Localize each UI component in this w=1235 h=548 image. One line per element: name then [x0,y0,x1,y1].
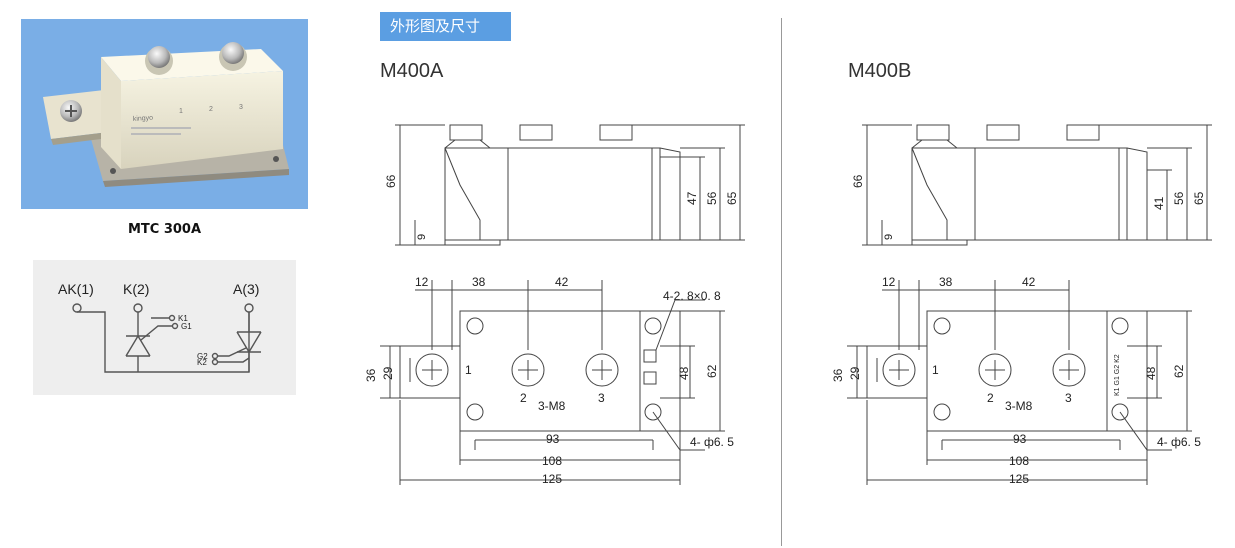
photo-terminal-1: 1 [179,108,183,115]
pin-labels-b: K1 G1 G2 K2 [1114,354,1121,396]
model-title-a: M400A [380,60,444,82]
section-title: 外形图及尺寸 [380,12,511,41]
dim-b-29: 29 [848,366,862,380]
terminal-a-3: 3 [598,391,605,405]
label-a3: A(3) [233,281,259,297]
dim-a-38: 38 [472,275,486,289]
dim-b-9: 9 [883,234,895,240]
pin-g2: G2 [197,352,208,361]
dim-a-36: 36 [364,368,378,382]
pin-k2: K2 [197,358,207,367]
dim-b-42: 42 [1022,275,1036,289]
dim-b-12: 12 [882,275,896,289]
brand-text: kingyo [133,115,154,123]
dim-a-56: 56 [705,191,719,205]
photo-terminal-2: 2 [209,106,213,113]
dim-a-9: 9 [416,234,428,240]
photo-caption: MTC 300A [127,222,202,237]
dim-b-38: 38 [939,275,953,289]
module-photo: kingyo 1 2 3 [21,19,308,209]
mount-a: 4- ф6. 5 [690,435,734,449]
dim-a-62: 62 [705,364,719,378]
dim-a-66: 66 [384,174,398,188]
screw-a: 3-M8 [538,399,566,413]
label-k2: K(2) [123,281,149,297]
model-title-b: M400B [848,60,912,82]
photo-terminal-3: 3 [239,104,243,111]
drawing-m400b: 66 9 41 56 65 12 38 42 36 29 1 2 3 3-M8 … [831,124,1212,486]
dim-b-62: 62 [1172,364,1186,378]
terminal-b-3: 3 [1065,391,1072,405]
dim-b-93: 93 [1013,432,1027,446]
dim-a-12: 12 [415,275,429,289]
label-ak1: AK(1) [58,281,94,297]
terminal-b-1: 1 [932,363,939,377]
circuit-schematic: AK(1) K(2) A(3) K1 G1 G2 K2 [33,260,296,395]
dim-b-56: 56 [1172,191,1186,205]
drawing-m400a: 66 9 47 56 65 12 38 42 4-2. 8×0. 8 36 29… [364,124,745,486]
dim-a-48: 48 [677,366,691,380]
terminal-a-2: 2 [520,391,527,405]
module-illustration: kingyo 1 2 3 [43,42,289,187]
dim-a-65: 65 [725,191,739,205]
dim-a-holes: 4-2. 8×0. 8 [663,289,721,303]
pin-k1: K1 [178,314,188,323]
dim-a-47: 47 [685,191,699,205]
screw-b: 3-M8 [1005,399,1033,413]
dim-b-41: 41 [1152,196,1166,210]
dim-b-108: 108 [1009,454,1029,468]
dim-b-66: 66 [851,174,865,188]
pin-g1: G1 [181,322,192,331]
mount-b: 4- ф6. 5 [1157,435,1201,449]
dim-a-29: 29 [381,366,395,380]
dim-b-125: 125 [1009,472,1029,486]
dim-a-93: 93 [546,432,560,446]
dim-b-65: 65 [1192,191,1206,205]
dim-a-108: 108 [542,454,562,468]
schematic-svg: AK(1) K(2) A(3) K1 G1 G2 K2 [58,281,262,373]
dim-a-42: 42 [555,275,569,289]
terminal-a-1: 1 [465,363,472,377]
terminal-b-2: 2 [987,391,994,405]
vertical-divider [781,18,782,546]
dim-b-36: 36 [831,368,845,382]
dim-b-48: 48 [1144,366,1158,380]
dim-a-125: 125 [542,472,562,486]
